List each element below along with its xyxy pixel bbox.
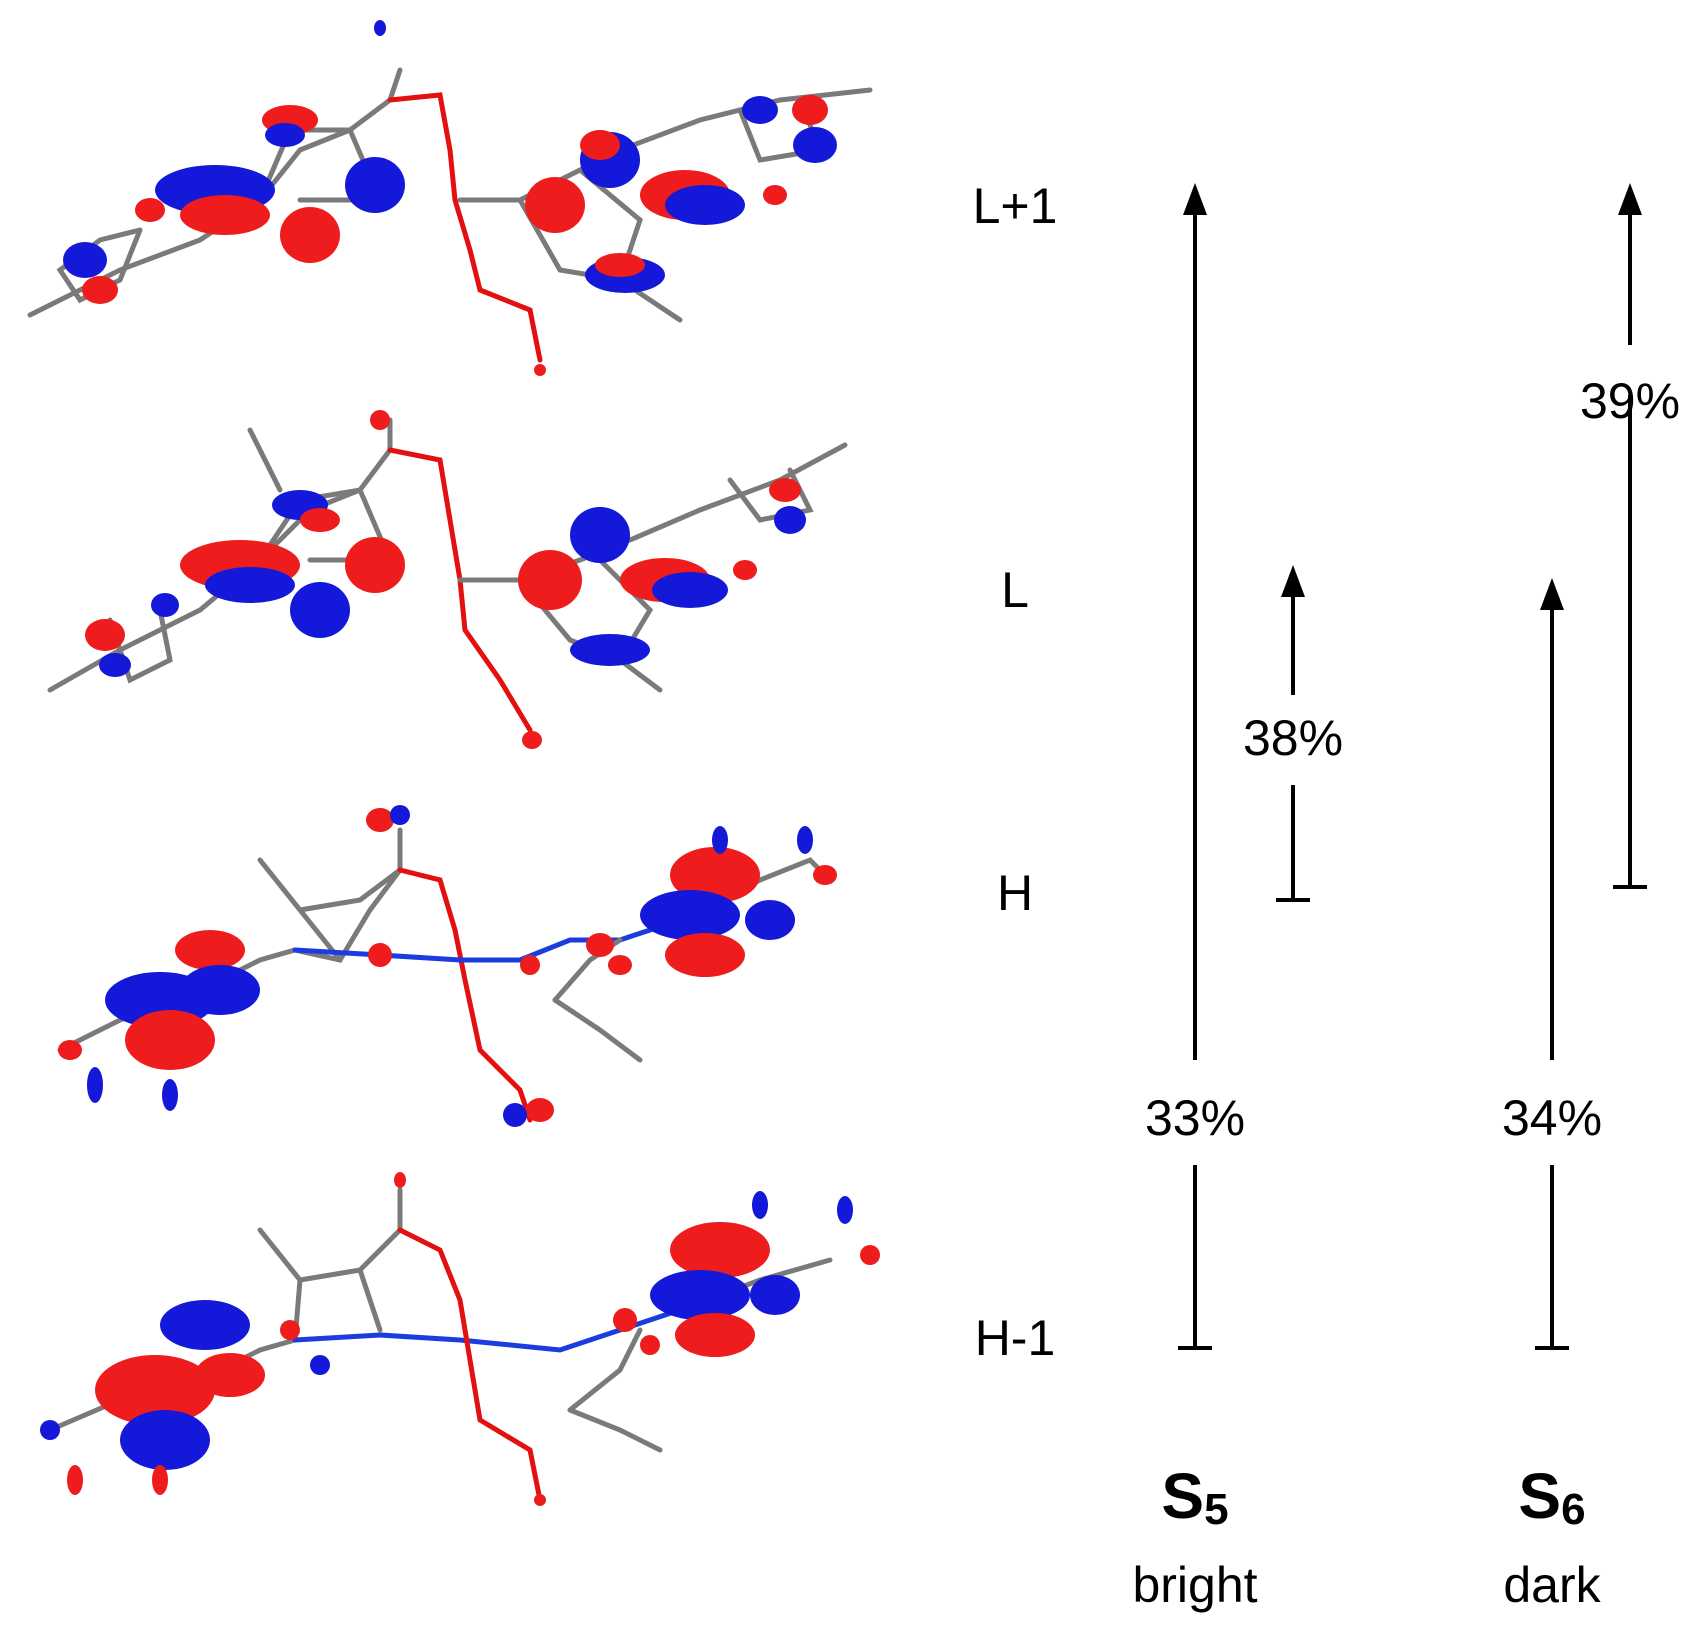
orbital-image-h-minus-1 (40, 1172, 880, 1506)
state-type-s5: bright (1132, 1557, 1257, 1613)
state-name-s5: S5 (1161, 1460, 1228, 1534)
level-label-l: L (1001, 562, 1029, 618)
state-name-s5-main: S (1161, 1460, 1204, 1532)
state-name-s6: S6 (1518, 1460, 1585, 1534)
orbital-image-l-plus-1 (27, 20, 873, 376)
level-label-h-minus-1: H-1 (975, 1310, 1056, 1366)
weight-label-s6-34: 34% (1502, 1090, 1602, 1146)
orbital-image-h (57, 805, 837, 1127)
state-name-s6-sub: 6 (1561, 1485, 1585, 1534)
transition-arrow-s5-h-to-l (1276, 565, 1310, 902)
orbital-image-l (47, 410, 848, 749)
transition-arrow-s6-h1-to-l (1535, 578, 1569, 1350)
state-type-s6: dark (1503, 1557, 1601, 1613)
weight-label-s5-33: 33% (1145, 1090, 1245, 1146)
weight-label-s6-39: 39% (1580, 373, 1680, 429)
level-label-h: H (997, 865, 1033, 921)
state-name-s6-main: S (1518, 1460, 1561, 1532)
transition-arrow-s5-h1-to-l1 (1178, 183, 1212, 1350)
level-label-l-plus-1: L+1 (973, 178, 1058, 234)
transition-arrow-s6-h-to-l1 (1613, 183, 1647, 889)
weight-label-s5-38: 38% (1243, 710, 1343, 766)
state-name-s5-sub: 5 (1204, 1485, 1228, 1534)
